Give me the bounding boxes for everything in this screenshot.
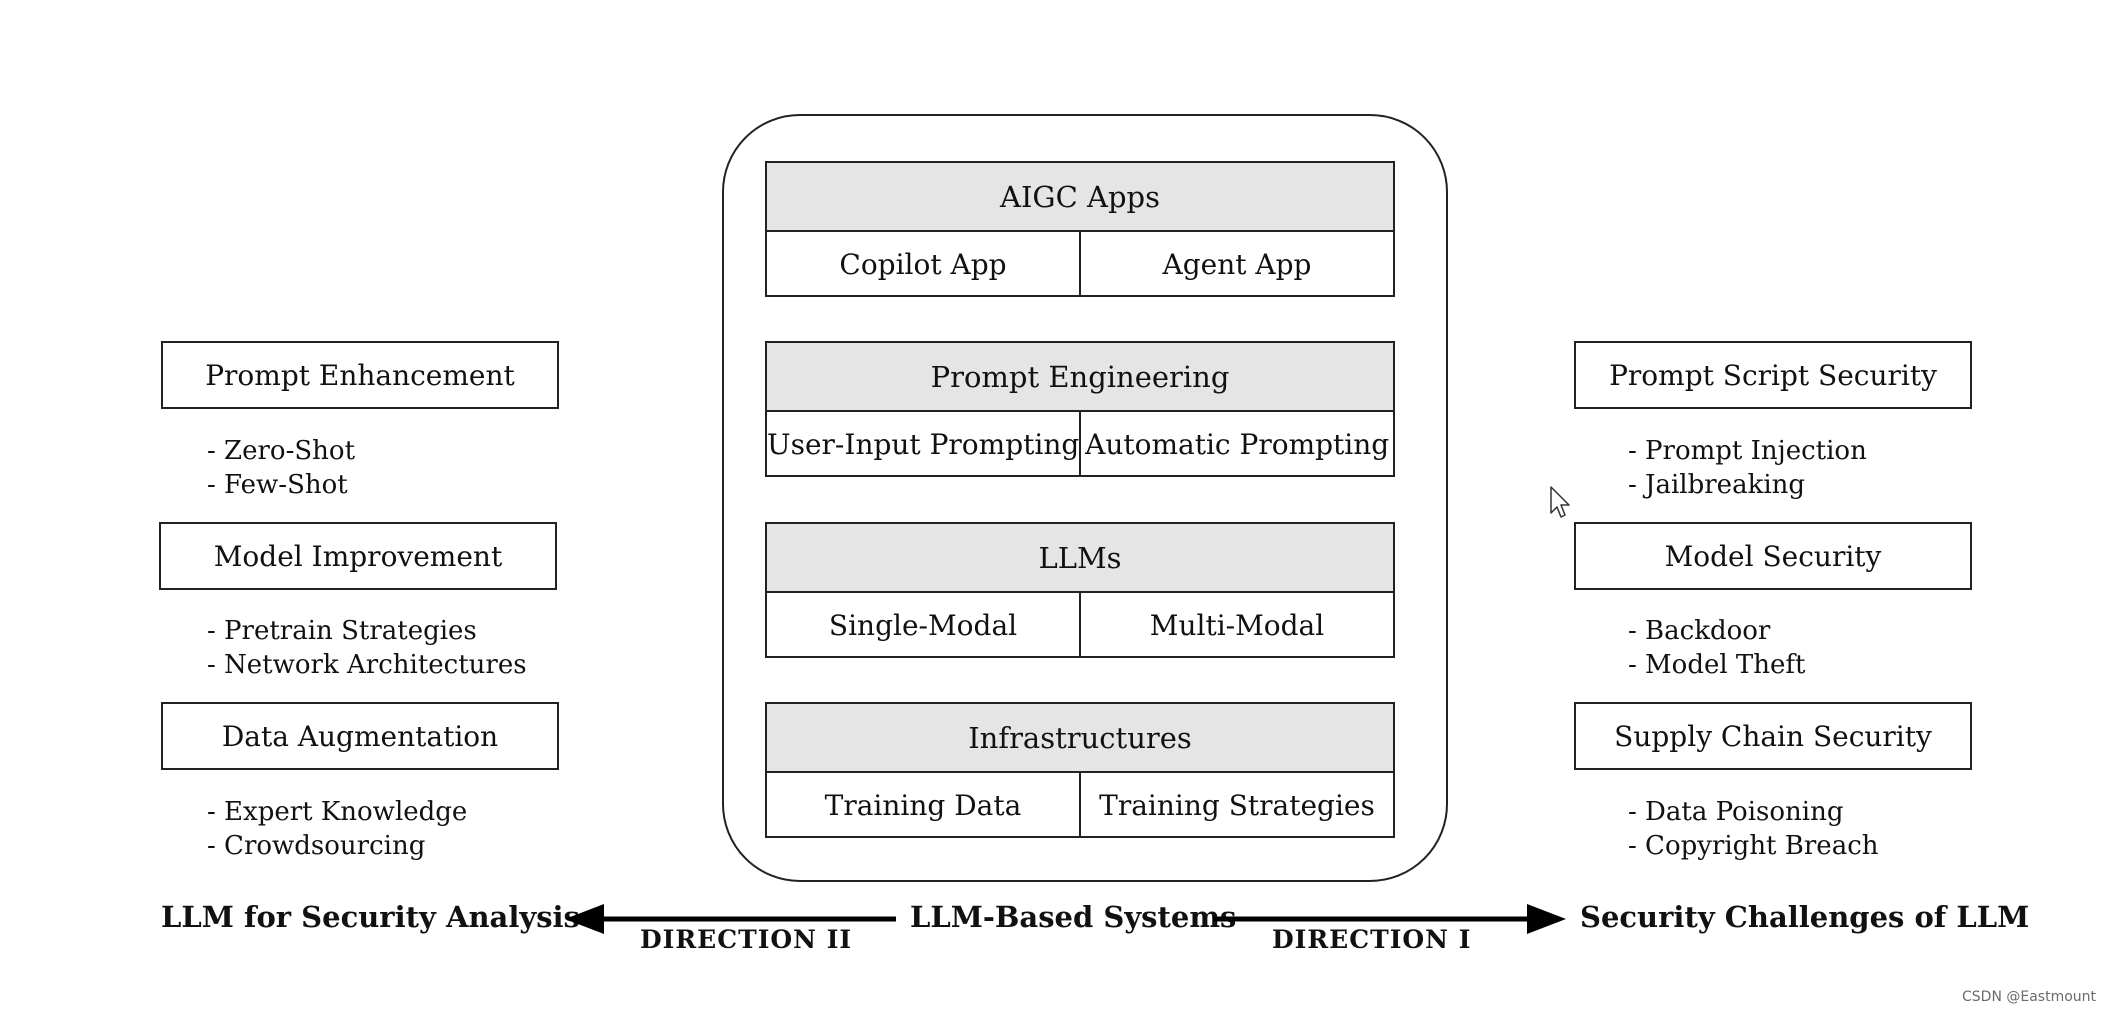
layer-cell: User-Input Prompting [767, 428, 1080, 461]
layer-title: LLMs [767, 524, 1393, 593]
bullet-item: - Few-Shot [207, 470, 348, 500]
bullet-item: - Jailbreaking [1628, 470, 1806, 500]
layer-prompt-engineering: Prompt Engineering User-Input Prompting … [765, 341, 1395, 477]
layer-aigc-apps: AIGC Apps Copilot App Agent App [765, 161, 1395, 297]
box-prompt-script-security: Prompt Script Security [1574, 341, 1972, 409]
box-data-augmentation: Data Augmentation [161, 702, 559, 770]
layer-cell: Single-Modal [828, 609, 1018, 642]
layer-cell: Copilot App [839, 248, 1007, 281]
layer-cell: Automatic Prompting [1079, 412, 1393, 477]
layer-title: Prompt Engineering [767, 343, 1393, 412]
layer-cell: Training Data [824, 789, 1022, 822]
bullet-item: - Copyright Breach [1628, 831, 1879, 861]
layer-llms: LLMs Single-Modal Multi-Modal [765, 522, 1395, 658]
layer-cell: Agent App [1079, 232, 1393, 297]
bullet-list: - Data Poisoning - Copyright Breach [1628, 795, 1879, 863]
llm-systems-frame [722, 114, 1448, 882]
layer-cell: Training Strategies [1079, 773, 1393, 838]
watermark: CSDN @Eastmount [1962, 989, 2097, 1005]
label-llm-based-systems: LLM-Based Systems [910, 900, 1237, 934]
layer-infrastructures: Infrastructures Training Data Training S… [765, 702, 1395, 838]
bullet-item: - Expert Knowledge [207, 797, 468, 827]
bullet-item: - Backdoor [1628, 616, 1771, 646]
bullet-list: - Expert Knowledge - Crowdsourcing [207, 795, 467, 863]
box-prompt-enhancement: Prompt Enhancement [161, 341, 559, 409]
bullet-item: - Crowdsourcing [207, 831, 426, 861]
box-supply-chain-security: Supply Chain Security [1574, 702, 1972, 770]
bullet-item: - Network Architectures [207, 650, 527, 680]
label-direction-ii: DIRECTION II [640, 925, 853, 954]
bullet-item: - Zero-Shot [207, 436, 356, 466]
mouse-cursor-icon [1550, 486, 1570, 518]
bullet-item: - Prompt Injection [1628, 436, 1867, 466]
bullet-item: - Pretrain Strategies [207, 616, 477, 646]
bullet-item: - Model Theft [1628, 650, 1806, 680]
bullet-list: - Zero-Shot - Few-Shot [207, 434, 355, 502]
label-security-challenges: Security Challenges of LLM [1580, 900, 2030, 934]
box-model-improvement: Model Improvement [159, 522, 557, 590]
bullet-list: - Prompt Injection - Jailbreaking [1628, 434, 1867, 502]
right-arrow-icon [1213, 904, 1566, 934]
box-model-security: Model Security [1574, 522, 1972, 590]
bullet-item: - Data Poisoning [1628, 797, 1844, 827]
label-direction-i: DIRECTION I [1272, 925, 1472, 954]
bullet-list: - Pretrain Strategies - Network Architec… [207, 614, 527, 682]
layer-cell: Multi-Modal [1079, 593, 1393, 658]
layer-title: Infrastructures [767, 704, 1393, 773]
left-arrow-icon [565, 904, 896, 934]
bullet-list: - Backdoor - Model Theft [1628, 614, 1805, 682]
layer-title: AIGC Apps [767, 163, 1393, 232]
label-llm-for-security-analysis: LLM for Security Analysis [161, 900, 580, 934]
